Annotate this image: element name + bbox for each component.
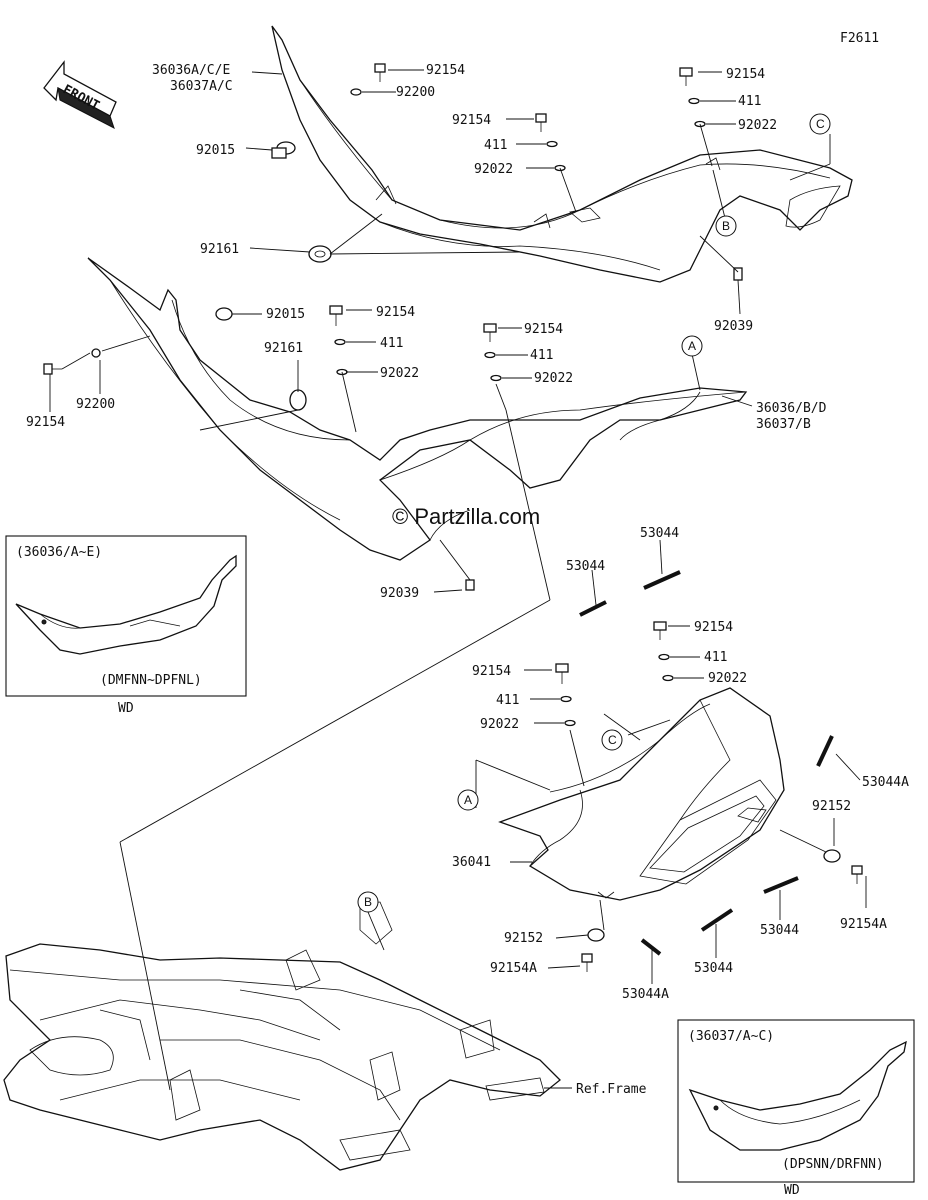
bolt-icon [581, 953, 593, 972]
callout-53044: 53044 [760, 923, 799, 938]
upper-side-cover [271, 25, 853, 283]
bolt-icon [851, 865, 863, 884]
front-arrow-icon: FRONT [43, 60, 117, 130]
callout-92022: 92022 [534, 371, 573, 386]
callout-92022: 92022 [738, 118, 777, 133]
callout-411: 411 [484, 138, 507, 153]
callout-92154: 92154 [26, 415, 65, 430]
callout-92154: 92154 [524, 322, 563, 337]
inset-right: (36037/A~C) (DPSNN/DRFNN) WD [677, 1019, 915, 1198]
ref-circle-b-top: B [715, 215, 737, 237]
callout-36037b: 36037/B [756, 417, 811, 432]
callout-411: 411 [380, 336, 403, 351]
callout-ref-frame: Ref.Frame [576, 1082, 647, 1097]
callout-92161: 92161 [264, 341, 303, 356]
callout-53044: 53044 [566, 559, 605, 574]
callout-92154: 92154 [452, 113, 491, 128]
callout-53044: 53044 [640, 526, 679, 541]
watermark: © Partzilla.com [392, 504, 540, 529]
callout-411: 411 [496, 693, 519, 708]
ref-circle-a-mid: A [681, 335, 703, 357]
callout-92022: 92022 [380, 366, 419, 381]
ref-circle-c-top: C [809, 113, 831, 135]
callout-92154: 92154 [426, 63, 465, 78]
inset-left-caption: WD [118, 701, 134, 716]
front-cowl-cover [498, 687, 785, 901]
bolt-icon [483, 323, 497, 342]
callout-36041: 36041 [452, 855, 491, 870]
inset-right-title: (36037/A~C) [688, 1029, 774, 1044]
bolt-icon [535, 113, 547, 132]
callout-36036ace: 36036A/C/E [152, 63, 230, 78]
callout-92152: 92152 [812, 799, 851, 814]
svg-text:A: A [464, 793, 472, 807]
callout-92161: 92161 [200, 242, 239, 257]
callout-92154: 92154 [472, 664, 511, 679]
inset-right-caption: WD [784, 1183, 800, 1198]
callout-92022: 92022 [474, 162, 513, 177]
inset-left: (36036/A~E) (DMFNN~DPFNL) WD [5, 535, 247, 716]
grommet-icon [823, 849, 841, 863]
bolt-icon [329, 305, 343, 326]
bolt-icon [679, 67, 693, 86]
callout-411: 411 [738, 94, 761, 109]
callout-92022: 92022 [708, 671, 747, 686]
callout-92039: 92039 [380, 586, 419, 601]
callout-411: 411 [704, 650, 727, 665]
ref-circle-b-frame: B [357, 891, 379, 913]
callout-92039: 92039 [714, 319, 753, 334]
ref-circle-c-lower: C [601, 729, 623, 751]
svg-text:C: C [816, 117, 825, 131]
callout-53044: 53044 [694, 961, 733, 976]
callout-53044a: 53044A [622, 987, 669, 1002]
callout-92015: 92015 [196, 143, 235, 158]
callout-92154: 92154 [694, 620, 733, 635]
callout-92154: 92154 [376, 305, 415, 320]
bolt-icon [43, 363, 62, 375]
callout-92154a: 92154A [840, 917, 887, 932]
figure-id: F2611 [840, 31, 879, 46]
callout-411: 411 [530, 348, 553, 363]
svg-text:A: A [688, 339, 696, 353]
callout-36036bd: 36036/B/D [756, 401, 827, 416]
callout-53044a: 53044A [862, 775, 909, 790]
inset-left-title: (36036/A~E) [16, 545, 102, 560]
ref-circle-a-lower: A [457, 789, 479, 811]
svg-text:C: C [608, 733, 617, 747]
callout-92022: 92022 [480, 717, 519, 732]
bolt-icon [374, 63, 386, 82]
bolt-icon [555, 663, 569, 684]
callout-92200: 92200 [76, 397, 115, 412]
bolt-icon [653, 621, 667, 640]
inset-right-code: (DPSNN/DRFNN) [782, 1157, 884, 1172]
callout-92015: 92015 [266, 307, 305, 322]
frame-reference [3, 901, 561, 1171]
callout-92154a: 92154A [490, 961, 537, 976]
clip-icon [465, 579, 475, 591]
callout-92154: 92154 [726, 67, 765, 82]
collar-icon [215, 307, 233, 321]
middle-side-cover [87, 257, 748, 561]
svg-text:B: B [722, 219, 730, 233]
collar-icon [271, 141, 296, 159]
callout-92200: 92200 [396, 85, 435, 100]
grommet-icon [587, 928, 605, 942]
grommet-icon [289, 389, 307, 411]
hardware-parts [43, 63, 863, 972]
grommet-icon [308, 245, 332, 263]
svg-text:B: B [364, 895, 372, 909]
inset-left-code: (DMFNN~DPFNL) [100, 673, 202, 688]
callout-labels: 36036A/C/E 36037A/C 92154 92200 92015 92… [26, 63, 909, 1097]
callout-92152: 92152 [504, 931, 543, 946]
leader-lines [49, 69, 867, 1091]
callout-36037ac: 36037A/C [170, 79, 233, 94]
